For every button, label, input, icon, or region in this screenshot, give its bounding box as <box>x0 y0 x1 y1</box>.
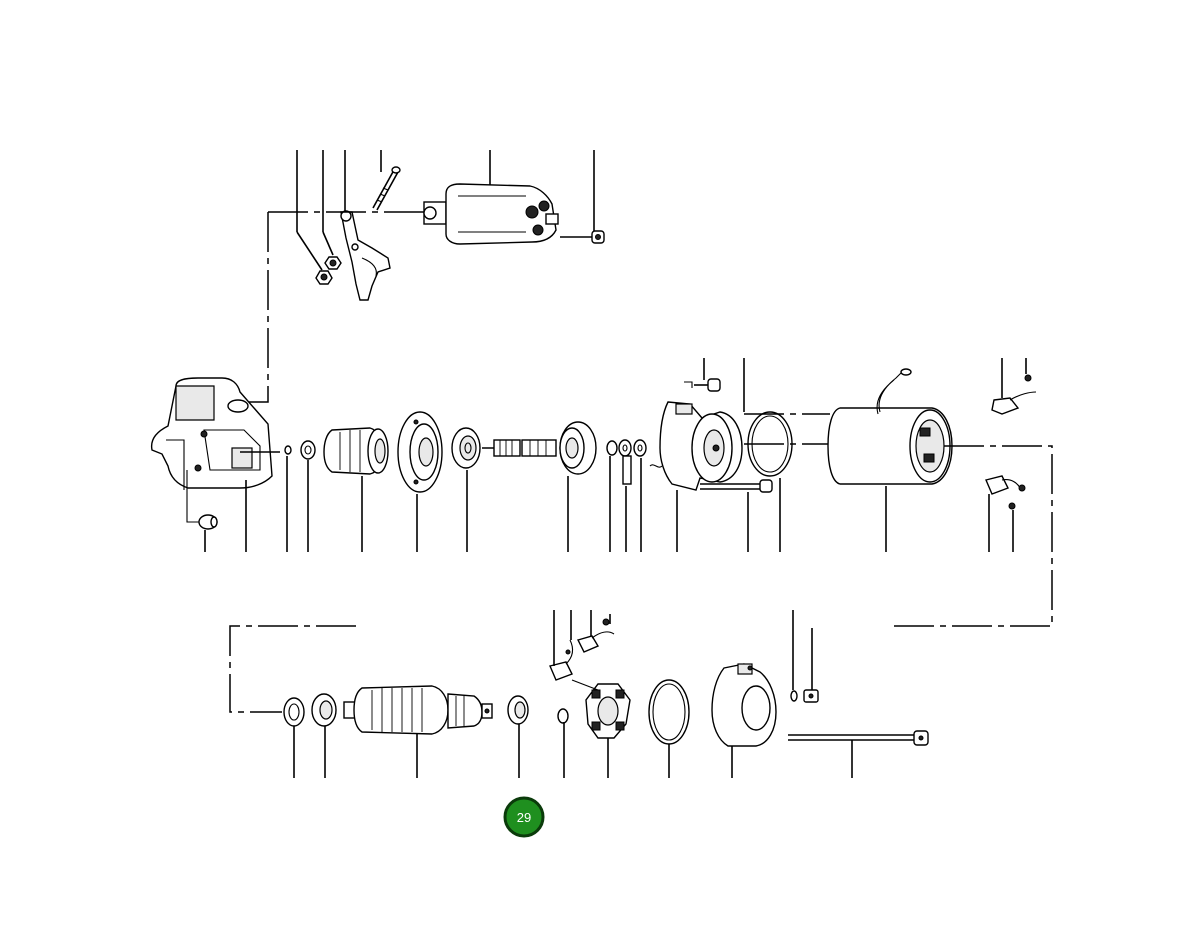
bearing-part <box>507 695 529 725</box>
page-number-label: 29 <box>517 810 531 825</box>
spring-part <box>649 464 663 468</box>
screw-part <box>557 708 569 724</box>
leader-lines-top <box>296 150 595 271</box>
assembly-line <box>229 625 356 713</box>
ring-part <box>284 445 292 455</box>
brush-part <box>549 618 615 681</box>
brush-part <box>985 475 1026 510</box>
nut-part <box>315 270 333 285</box>
intermediate-housing-part <box>659 401 743 491</box>
assembly-line <box>890 445 1053 627</box>
assembly-line <box>240 212 269 403</box>
pinion-drive-part <box>323 427 389 475</box>
brush-part <box>991 374 1037 415</box>
bearing-part <box>451 427 481 469</box>
shift-fork-part <box>340 210 391 301</box>
page-number-badge[interactable]: 29 <box>503 796 545 838</box>
washer-part <box>283 697 305 727</box>
o-ring-part <box>648 679 690 745</box>
field-frame-part <box>827 368 953 485</box>
screw-part <box>684 378 721 392</box>
armature-group <box>283 610 929 778</box>
armature-part <box>343 685 493 735</box>
bearing-plate-part <box>397 411 443 493</box>
nut-part <box>803 689 819 703</box>
brush-holder-part <box>571 679 631 739</box>
end-cover-part <box>711 663 777 747</box>
bushing-part <box>186 470 218 530</box>
stop-ring-part <box>300 440 316 460</box>
solenoid-group <box>240 150 605 403</box>
screw-part <box>560 230 605 244</box>
leader-lines-bottom <box>293 610 853 778</box>
bearing-part <box>311 693 337 727</box>
bolt-part <box>372 166 401 211</box>
nut-part <box>324 256 342 270</box>
gear-carrier-part <box>559 421 597 475</box>
drive-end-group <box>150 358 1053 713</box>
washer-part <box>606 439 647 485</box>
washer-part <box>790 690 798 702</box>
drive-housing-part <box>150 377 273 490</box>
shaft-part <box>493 439 557 457</box>
bolt-part <box>700 479 773 493</box>
solenoid-part <box>423 183 559 245</box>
leader-lines-middle <box>204 358 1027 552</box>
through-bolt-part <box>788 730 929 746</box>
